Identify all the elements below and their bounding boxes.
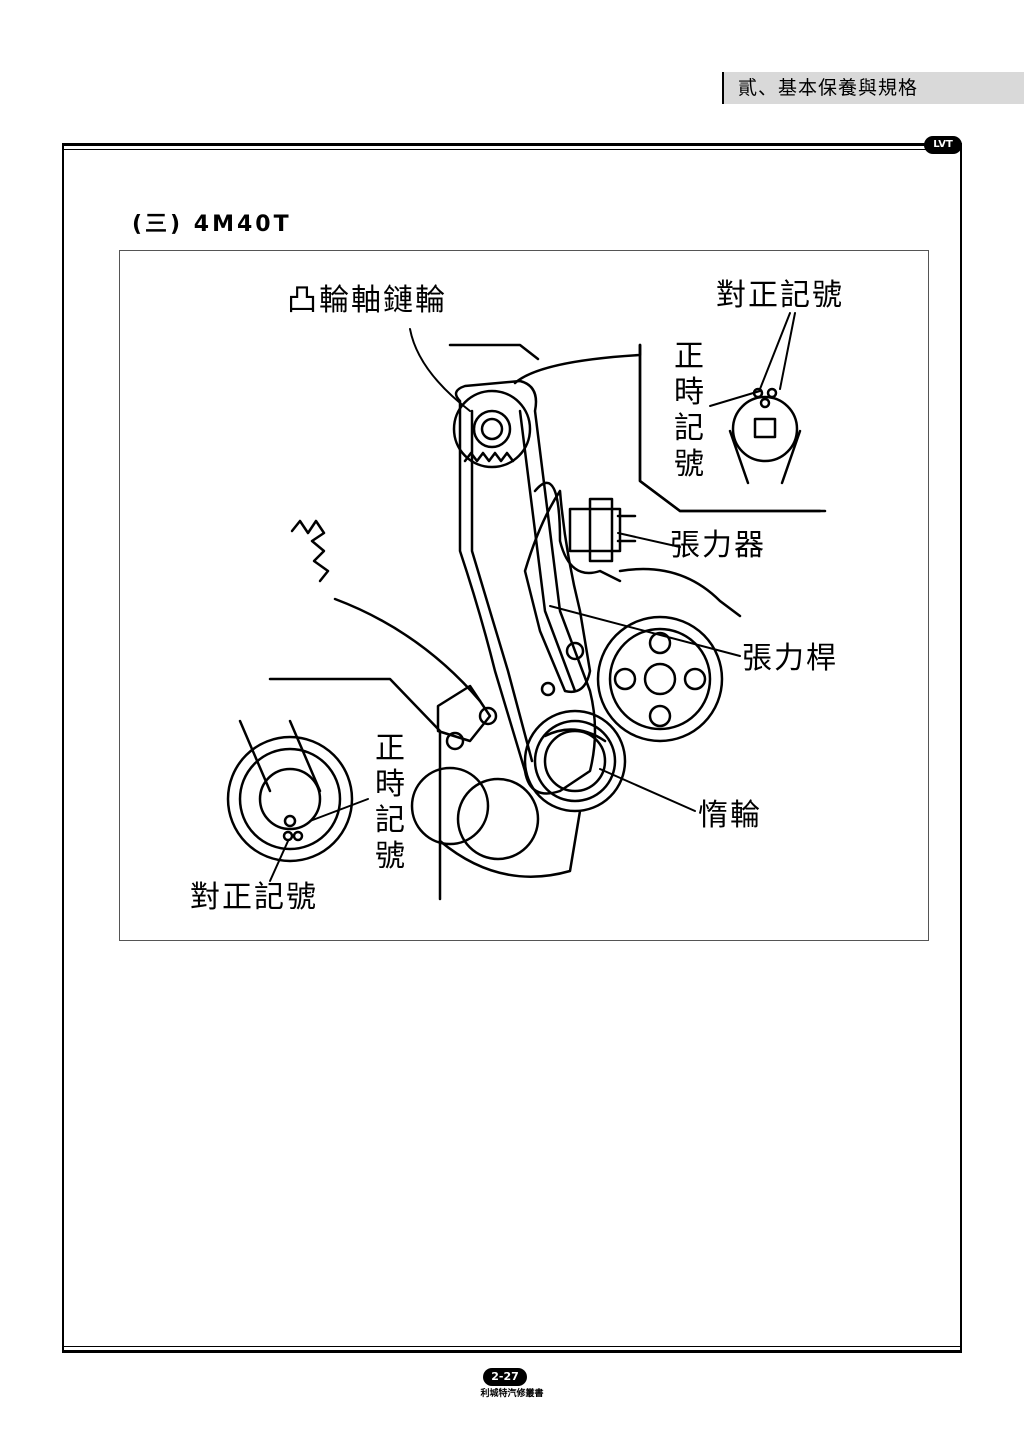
label-timing-mark-bottom: 正時記號 [375,731,405,874]
section-title: (三) 4M40T [132,212,292,237]
bottom-rule-thin [62,1346,962,1347]
publisher-name: 利城特汽修叢書 [480,1389,544,1399]
tensioner-lever [523,489,592,697]
bottom-rule-thick [62,1350,962,1353]
cam-detail-inset [638,343,827,513]
label-tensioner-lever: 張力桿 [742,641,838,676]
top-rule-thick [62,143,962,146]
page-number-badge: 2-27 [483,1368,527,1386]
label-camshaft-sprocket: 凸輪軸鏈輪 [287,283,447,318]
pump-pulley [596,615,724,743]
chapter-header-tab: 貳、基本保養與規格 [722,72,1024,104]
label-alignment-mark-bottom: 對正記號 [190,880,318,915]
page-frame [62,143,962,1351]
top-rule-thin [62,149,962,150]
label-tensioner: 張力器 [670,528,766,563]
label-timing-mark-top: 正時記號 [674,339,704,482]
idler-sprocket [523,709,627,813]
timing-chain-figure: 凸輪軸鏈輪 對正記號 正時記號 張力器 張力桿 惰輪 正時記號 對正記號 [119,250,929,941]
break-symbol [290,519,330,583]
brand-logo: LVT [924,136,962,154]
crank-detail-inset [226,677,442,901]
camshaft-sprocket [452,389,532,469]
leader-lines [269,312,796,882]
label-alignment-mark-top: 對正記號 [716,278,844,313]
tensioner-assembly [533,481,742,618]
label-idler: 惰輪 [698,798,762,833]
lower-gears [410,684,582,878]
timing-chain [454,379,597,795]
timing-chain-drawing [226,312,827,901]
chapter-title: 貳、基本保養與規格 [738,77,919,99]
